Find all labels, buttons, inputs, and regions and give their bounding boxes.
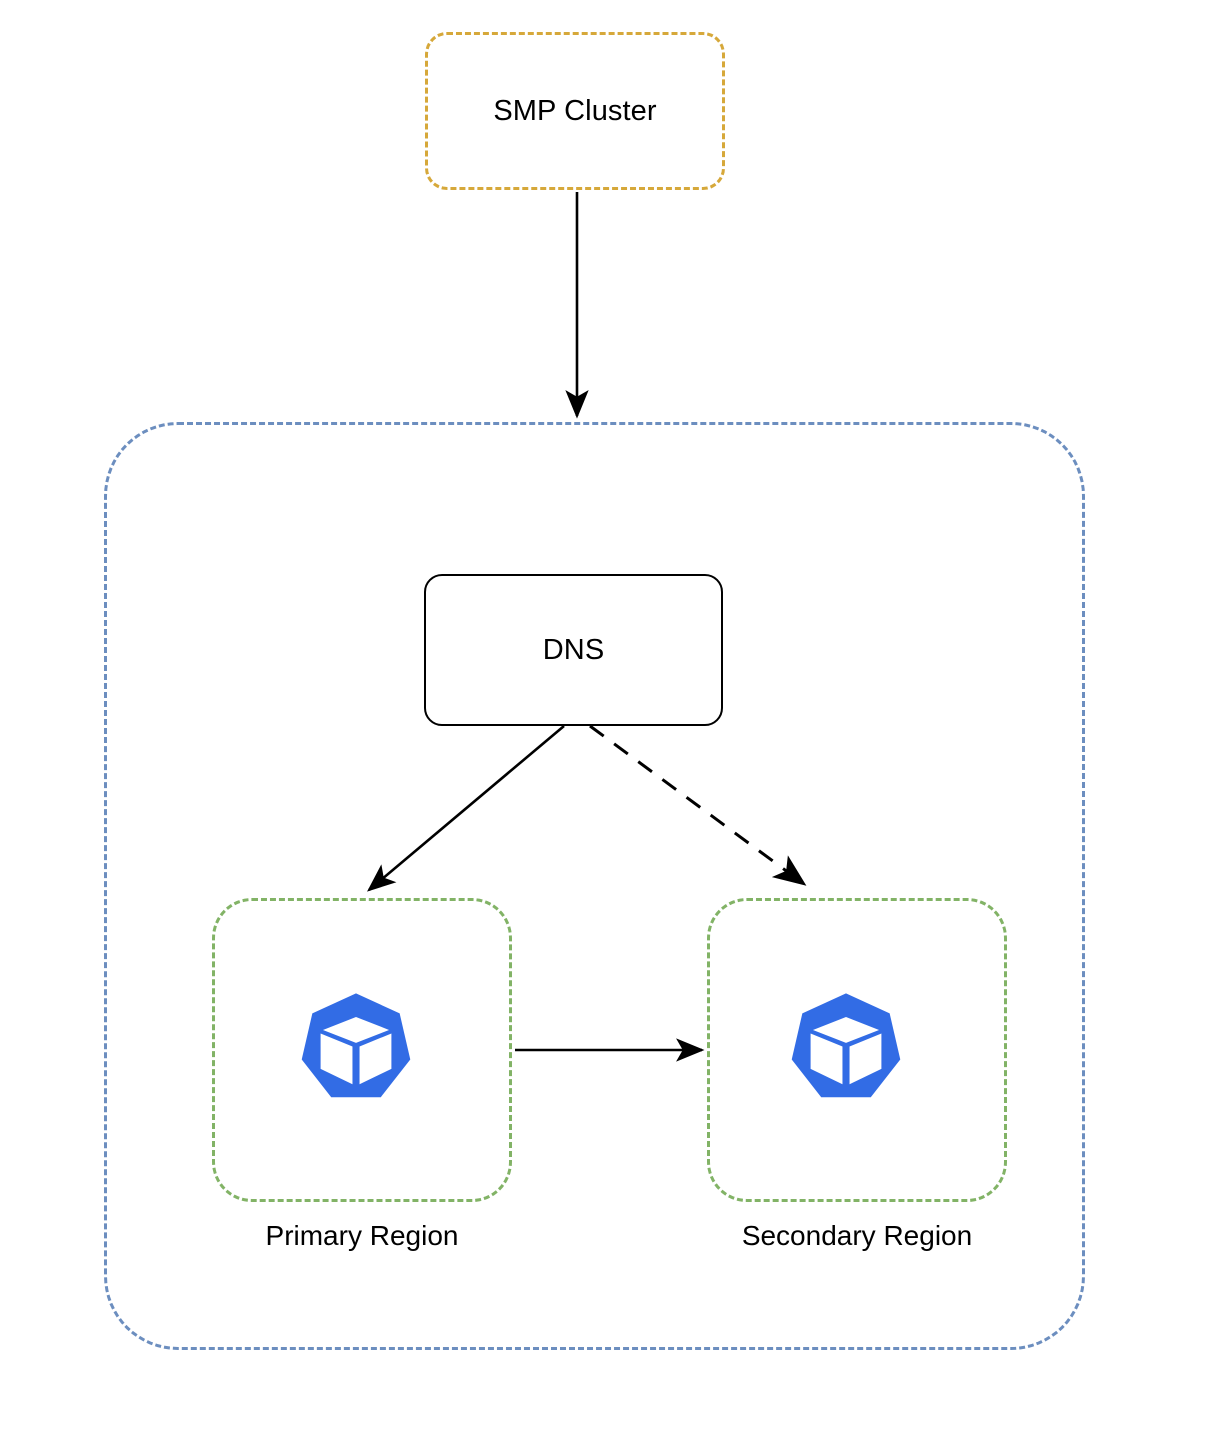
kubernetes-icon	[297, 991, 415, 1109]
smp-cluster-container[interactable]	[425, 32, 725, 190]
outer-region-container[interactable]	[104, 422, 1085, 1350]
dns-label: DNS	[542, 633, 605, 666]
primary-region-container[interactable]	[212, 898, 512, 1202]
secondary-region-label: Secondary Region	[741, 1220, 973, 1251]
smp-cluster-label: SMP Cluster	[493, 94, 657, 127]
primary-region-label: Primary Region	[265, 1220, 459, 1251]
secondary-region-container[interactable]	[707, 898, 1007, 1202]
kubernetes-icon	[787, 991, 905, 1109]
dns-node[interactable]	[424, 574, 723, 726]
